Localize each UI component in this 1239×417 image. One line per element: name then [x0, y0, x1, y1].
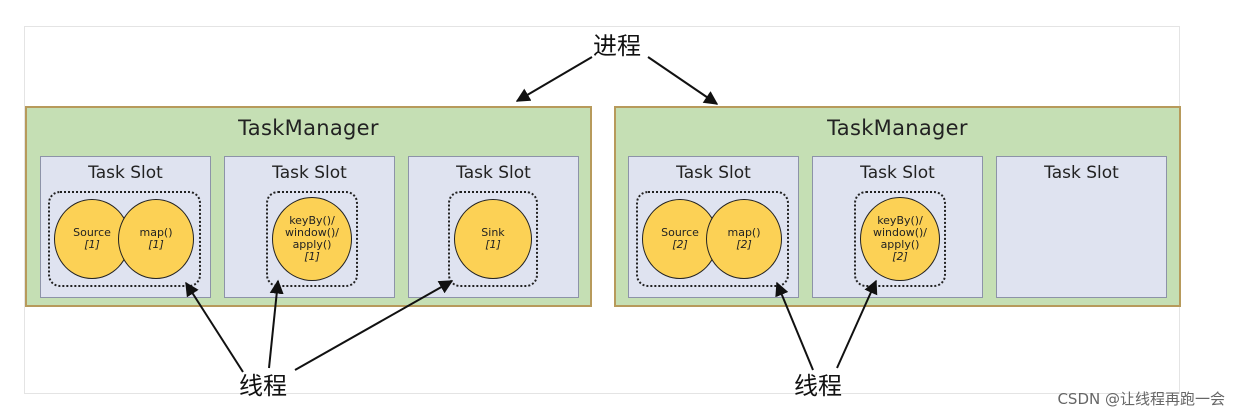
operator-chain-group	[48, 191, 201, 287]
process-arrow-left	[515, 56, 593, 102]
operator-source: Source [2]	[642, 199, 718, 279]
task-manager-1: TaskManager Task Slot Source [1] map() […	[25, 106, 592, 307]
operator-sink: Sink [1]	[454, 199, 532, 279]
task-slot-title: Task Slot	[676, 163, 751, 183]
task-slot-2-1: Task Slot Source [2] map() [2]	[628, 156, 799, 298]
task-slot-title: Task Slot	[456, 163, 531, 183]
thread-arrow-1	[185, 281, 244, 373]
operator-keyby-window-apply: keyBy()/ window()/ apply() [1]	[272, 197, 352, 281]
task-slot-1-1: Task Slot Source [1] map() [1]	[40, 156, 211, 298]
thread-arrow-4	[775, 281, 814, 371]
task-slot-title: Task Slot	[860, 163, 935, 183]
operator-chain-group	[854, 191, 946, 287]
operator-chain-group	[448, 191, 538, 287]
task-slot-1-3: Task Slot Sink [1]	[408, 156, 579, 298]
task-manager-title: TaskManager	[827, 116, 968, 140]
task-slot-2-2: Task Slot keyBy()/ window()/ apply() [2]	[812, 156, 983, 298]
watermark: CSDN @让线程再跑一会	[1057, 390, 1225, 408]
thread-arrow-2	[268, 279, 284, 369]
process-label: 进程	[593, 32, 641, 60]
operator-map: map() [1]	[118, 199, 194, 279]
thread-label-left: 线程	[239, 372, 287, 400]
task-slot-2-3: Task Slot	[996, 156, 1167, 298]
operator-source: Source [1]	[54, 199, 130, 279]
thread-label-right: 线程	[794, 372, 842, 400]
task-manager-title: TaskManager	[238, 116, 379, 140]
task-slot-1-2: Task Slot keyBy()/ window()/ apply() [1]	[224, 156, 395, 298]
thread-arrow-3	[294, 280, 454, 371]
task-slot-title: Task Slot	[88, 163, 163, 183]
process-arrow-right	[647, 56, 719, 105]
thread-arrow-5	[836, 279, 878, 369]
operator-chain-group	[266, 191, 358, 287]
operator-map: map() [2]	[706, 199, 782, 279]
task-slot-title: Task Slot	[1044, 163, 1119, 183]
task-slot-title: Task Slot	[272, 163, 347, 183]
task-manager-2: TaskManager Task Slot Source [2] map() […	[614, 106, 1181, 307]
operator-chain-group	[636, 191, 789, 287]
operator-keyby-window-apply: keyBy()/ window()/ apply() [2]	[860, 197, 940, 281]
